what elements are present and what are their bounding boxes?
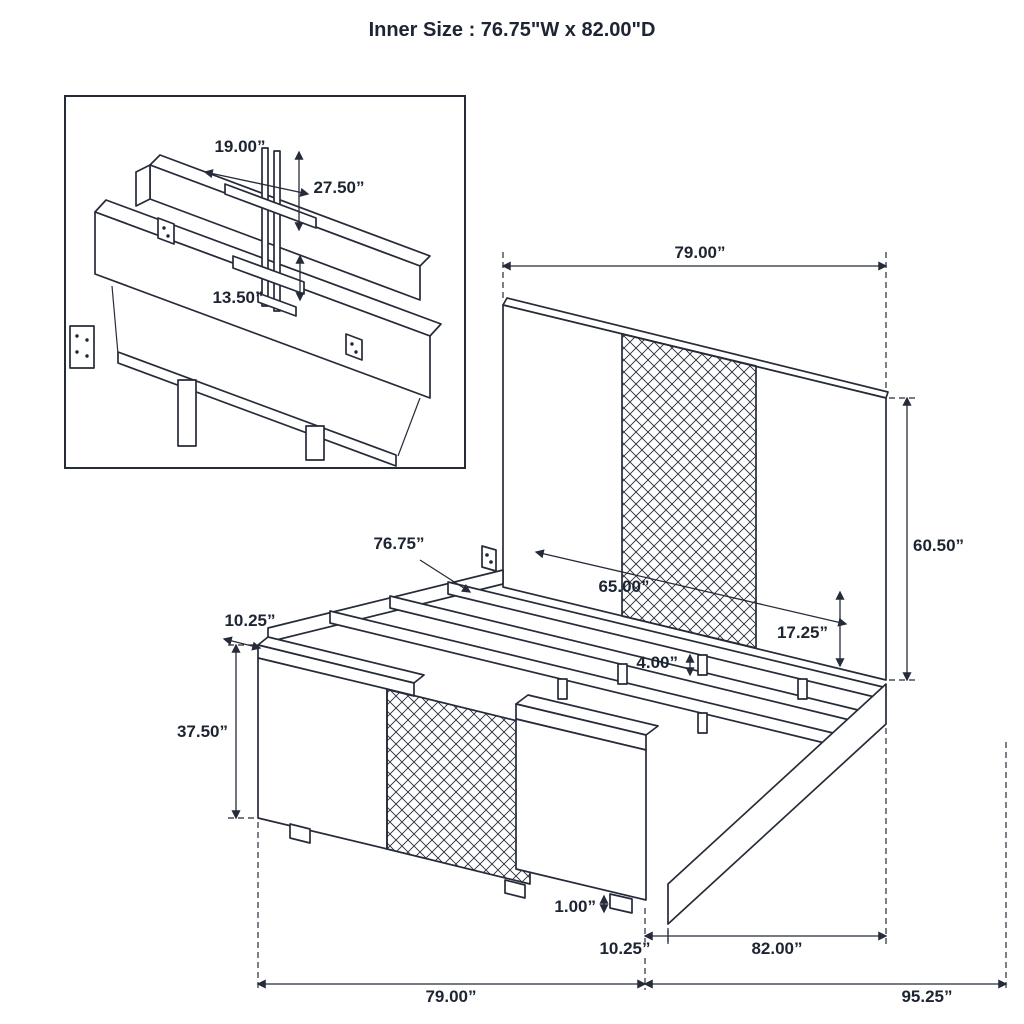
- dim-label-footboard-height: 37.50”: [177, 722, 228, 741]
- hinge-bracket: [157, 217, 175, 245]
- hinge-bracket: [345, 333, 363, 361]
- screw-dot: [350, 342, 354, 346]
- footboard: [257, 636, 659, 914]
- screw-dot: [354, 350, 358, 354]
- dim-label-bracket-height: 27.50”: [313, 178, 364, 197]
- screw-dot: [85, 338, 89, 342]
- support-leg: [697, 712, 708, 734]
- dim-label-inner-span: 65.00”: [598, 577, 649, 596]
- page-title: Inner Size : 76.75"W x 82.00"D: [369, 19, 656, 41]
- inset-detail: 19.00” 27.50” 13.50”: [64, 95, 466, 469]
- screw-dot: [166, 234, 170, 238]
- right-side-rail: [667, 683, 887, 925]
- screw-dot: [75, 334, 79, 338]
- dim-arrow-top-bar: [203, 169, 310, 197]
- inset-leg: [305, 425, 325, 461]
- dim-label-inner-depth: 82.00”: [751, 939, 802, 958]
- screw-dot: [485, 553, 489, 557]
- foot-glide: [289, 823, 311, 844]
- bracket-bar: [261, 147, 269, 307]
- screw-dot: [489, 560, 493, 564]
- frame-edge: [111, 285, 119, 355]
- screw-dot: [85, 354, 89, 358]
- screw-dot: [162, 226, 166, 230]
- dim-label-slat-width: 76.75”: [373, 534, 424, 553]
- dim-label-leg-height: 4.00”: [636, 653, 678, 672]
- support-leg: [697, 654, 708, 676]
- headboard-diamond-panel: [621, 333, 757, 649]
- bracket-bar: [273, 150, 281, 312]
- footboard-right-face: [515, 718, 647, 901]
- dim-label-glide-height: 1.00”: [554, 897, 596, 916]
- dim-label-cap-depth: 10.25”: [224, 611, 275, 630]
- back-rail-end: [135, 164, 151, 207]
- dim-label-bracket-lower: 13.50”: [212, 288, 263, 307]
- foot-glide: [609, 893, 633, 914]
- leader-arrow-slat-width: [419, 559, 472, 593]
- dim-label-top-bar: 19.00”: [214, 137, 265, 156]
- dimension-annotations: 79.00” 60.50” 76.75” 65.00” 17.25” 4.00”…: [177, 243, 1008, 1006]
- inset-dimensions: 19.00” 27.50” 13.50”: [203, 137, 365, 307]
- screw-dot: [75, 350, 79, 354]
- dim-label-headboard-height: 60.50”: [913, 536, 964, 555]
- frame-edge: [397, 397, 421, 457]
- dim-label-overall-width: 79.00”: [425, 987, 476, 1006]
- side-mount-plate: [69, 325, 95, 369]
- dim-label-footboard-depth: 10.25”: [599, 939, 650, 958]
- bracket-foot: [257, 292, 297, 317]
- foot-glide: [504, 879, 526, 899]
- dim-label-headboard-width: 79.00”: [674, 243, 725, 262]
- main-drawing: 79.00” 60.50” 76.75” 65.00” 17.25” 4.00”…: [177, 243, 1008, 1006]
- hinge-bracket: [481, 545, 497, 572]
- support-leg: [557, 678, 568, 700]
- footboard-face: [257, 657, 388, 850]
- dim-label-overall-length: 95.25”: [901, 987, 952, 1006]
- dim-label-rail-height: 17.25”: [777, 623, 828, 642]
- inset-leg: [177, 379, 197, 447]
- footboard-diamond-panel: [386, 688, 531, 885]
- dim-line-cap-depth: [222, 636, 262, 651]
- support-leg: [617, 663, 628, 685]
- dim-line-inner-span: [534, 549, 848, 627]
- support-leg: [797, 678, 808, 700]
